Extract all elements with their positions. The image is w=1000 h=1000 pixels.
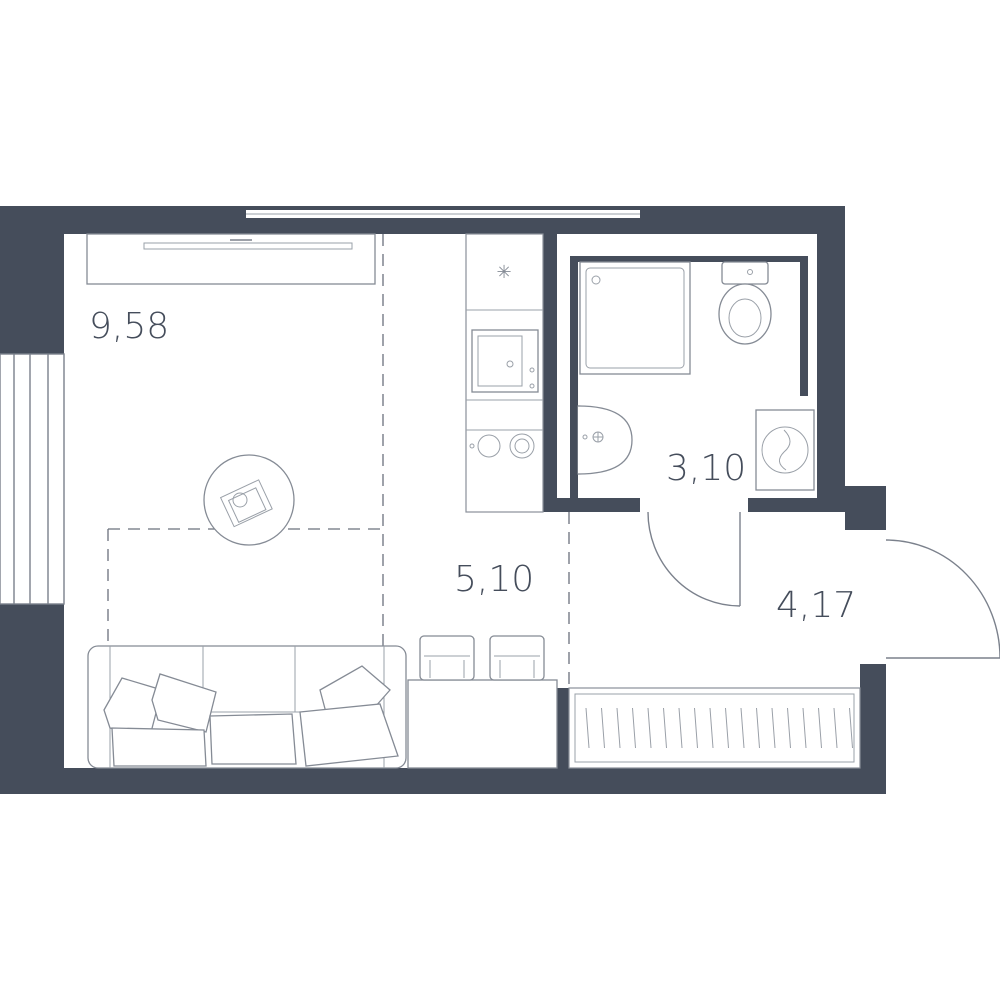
- entrance-door: [885, 539, 1000, 659]
- hanger-icon: [585, 707, 590, 749]
- area-label-hallway: 4,17: [776, 585, 856, 626]
- wall-left-upper: [0, 206, 64, 354]
- hanger-icon: [725, 707, 729, 749]
- hanger-icon: [802, 707, 807, 749]
- wall-bath-inner-left: [570, 256, 578, 500]
- hanger-icon: [756, 707, 760, 749]
- toilet-icon: [718, 261, 772, 345]
- hanger-icon: [818, 707, 822, 749]
- wardrobe: [568, 687, 861, 769]
- area-label-living: 9,58: [89, 306, 169, 347]
- washing-machine-icon: [755, 409, 815, 491]
- hanger-icon: [663, 707, 667, 749]
- shower-icon: [579, 261, 691, 375]
- hanger-icon: [601, 707, 605, 749]
- hanger-icon: [647, 707, 652, 749]
- hanger-icon: [694, 707, 698, 749]
- wall-bath-bottom-left: [543, 498, 640, 512]
- sofa: [87, 645, 407, 769]
- kitchen-sink-icon: [471, 329, 539, 393]
- wall-bath-inner-top: [570, 256, 802, 262]
- hanger-icon: [833, 707, 838, 749]
- kitchen-counter: ✳: [465, 233, 544, 513]
- wall-bottom: [0, 768, 886, 794]
- area-label-bathroom: 3,10: [666, 448, 746, 489]
- wall-entry-upper: [845, 486, 886, 530]
- wall-bath-bottom-right: [748, 498, 845, 512]
- hanger-icon: [709, 707, 714, 749]
- wall-entry-lower: [860, 664, 886, 794]
- chair-2: [489, 635, 545, 681]
- hanger-icon: [632, 707, 636, 749]
- washbasin-icon: [577, 405, 633, 475]
- hanger-icon: [787, 707, 791, 749]
- stove-icon: [469, 433, 535, 459]
- wall-right-bath: [817, 206, 845, 512]
- window-left: [0, 353, 65, 605]
- area-label-kitchen: 5,10: [454, 559, 534, 600]
- wall-left-lower: [0, 604, 64, 794]
- tv-unit: [86, 233, 376, 285]
- dining-set: [407, 635, 558, 769]
- walls: [0, 206, 886, 794]
- bathroom-fixtures: [577, 261, 815, 491]
- hanger-icon: [771, 707, 776, 749]
- chair-1: [419, 635, 475, 681]
- coffee-table: [203, 454, 295, 546]
- wall-bath-left: [543, 234, 557, 512]
- fridge-icon: ✳: [496, 262, 511, 283]
- hanger-icon: [616, 707, 621, 749]
- wall-bath-inner-right: [800, 256, 808, 396]
- hanger-icon: [740, 707, 745, 749]
- window-top: [246, 210, 640, 218]
- hanger-icon: [678, 707, 683, 749]
- bathroom-door: [647, 511, 741, 607]
- hanger-icon: [849, 707, 853, 749]
- wall-wardrobe-left: [557, 688, 569, 768]
